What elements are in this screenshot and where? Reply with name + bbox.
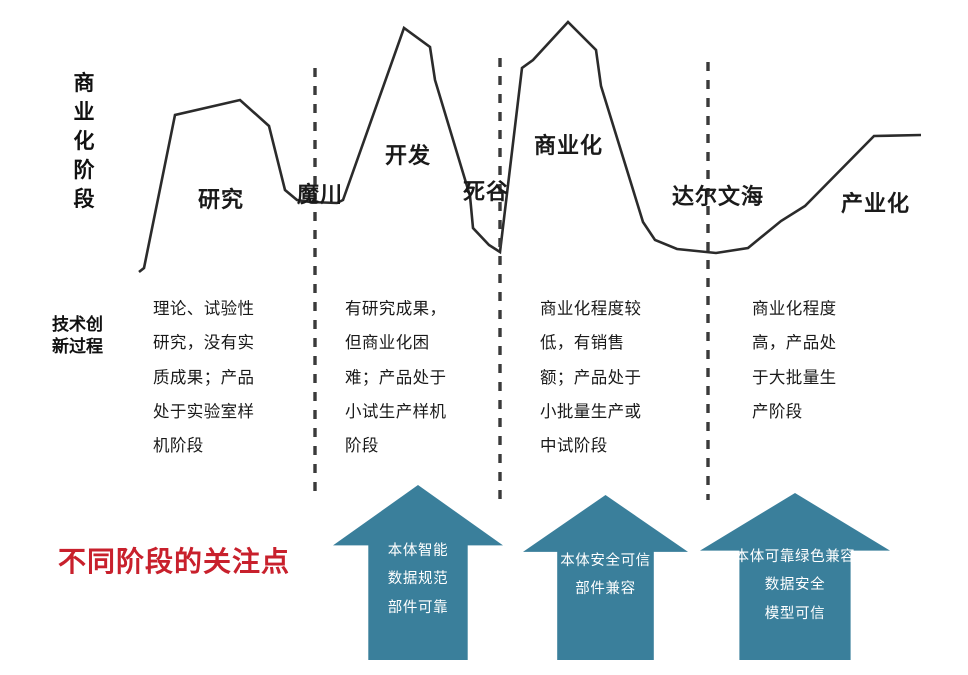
y-axis-char: 段 (73, 187, 95, 211)
description-line: 理论、试验性 (153, 300, 255, 318)
description-line: 机阶段 (153, 437, 204, 456)
stage-description-2: 有研究成果， 但商业化困难；产品处于小试生产样机阶段 (345, 292, 446, 464)
description-line: 难；产品处于 (345, 368, 447, 387)
arrow-text-line: 部件兼容 (575, 581, 636, 598)
x-axis-label-line: 新过程 (52, 336, 103, 356)
stage-label-2: 魔川 (297, 182, 344, 207)
description-line: 小试生产样机 (345, 402, 447, 421)
stage-label-7: 产业化 (841, 191, 911, 216)
stage-label-6: 达尔文海 (672, 184, 765, 209)
arrow-up-icon (700, 493, 890, 660)
x-axis-label-line: 技术创 (52, 315, 103, 334)
arrow-text-block: 本体可靠绿色兼容数据安全模型可信 (700, 543, 890, 628)
commercialization-curve (138, 20, 922, 274)
description-line: 质成果；产品 (153, 368, 255, 387)
arrow-up-icon (333, 485, 503, 660)
stage-label-5: 商业化 (534, 133, 604, 158)
description-line: 但商业化困 (345, 334, 430, 353)
y-axis-char: 阶 (73, 158, 95, 182)
description-line: 额；产品处于 (540, 368, 642, 387)
arrow-text-line: 部件可靠 (387, 599, 449, 616)
y-axis-char: 商 (73, 72, 95, 95)
description-line: 处于实验室样 (153, 402, 255, 421)
stage-label-4: 死谷 (463, 179, 510, 204)
stage-description-3: 商业化程度较低，有销售额；产品处于小批量生产或中试阶段 (540, 292, 641, 464)
description-line: 高，产品处 (752, 334, 837, 353)
x-axis-label: 技术创 新过程 (52, 314, 144, 358)
arrow-text-block: 本体智能数据规范部件可靠 (333, 537, 503, 622)
y-axis-char: 化 (73, 129, 95, 153)
arrow-text-line: 本体智能 (387, 543, 449, 559)
description-line: 于大批量生 (752, 368, 837, 387)
focus-arrow-3[interactable]: 本体可靠绿色兼容数据安全模型可信 (700, 493, 890, 660)
stage-label-1: 研究 (198, 187, 245, 212)
description-line: 商业化程度较 (540, 300, 642, 318)
stage-label-3: 开发 (385, 143, 432, 168)
arrow-up-icon (523, 495, 688, 660)
arrow-text-block: 本体安全可信部件兼容 (523, 547, 688, 604)
y-axis-char: 业 (73, 100, 95, 124)
description-line: 有研究成果， (345, 300, 447, 318)
arrow-text-line: 本体安全可信 (560, 553, 651, 569)
description-line: 产阶段 (752, 402, 803, 421)
focus-arrow-2[interactable]: 本体安全可信部件兼容 (523, 495, 688, 660)
y-axis-label: 商 业 化 阶 段 (62, 70, 106, 215)
stage-description-4: 商业化程度高，产品处于大批量生产阶段 (752, 292, 837, 429)
description-line: 商业化程度 (752, 300, 837, 318)
description-line: 研究，没有实 (153, 334, 255, 353)
arrow-text-line: 数据安全 (764, 577, 826, 594)
focus-arrow-1[interactable]: 本体智能数据规范部件可靠 (333, 485, 503, 660)
description-line: 中试阶段 (540, 437, 608, 456)
description-line: 阶段 (345, 437, 379, 456)
arrow-text-line: 模型可信 (764, 605, 826, 622)
stage-description-1: 理论、试验性研究，没有实质成果；产品处于实验室样机阶段 (153, 292, 254, 464)
description-line: 小批量生产或 (540, 402, 642, 421)
description-line: 低，有销售 (540, 334, 625, 353)
arrow-text-line: 本体可靠绿色兼容 (734, 549, 856, 565)
focus-points-title: 不同阶段的关注点 (58, 546, 291, 577)
arrow-text-line: 数据规范 (387, 571, 449, 588)
